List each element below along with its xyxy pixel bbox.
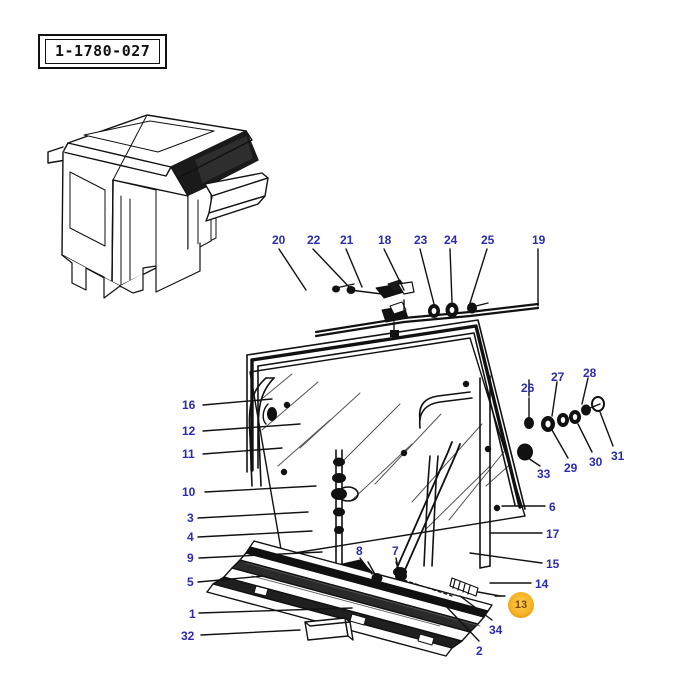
callout-number-17[interactable]: 17 xyxy=(546,527,560,541)
callout-number-4[interactable]: 4 xyxy=(187,530,194,544)
spring-sleeve-part-34 xyxy=(449,577,479,597)
callout-number-24[interactable]: 24 xyxy=(444,233,458,247)
left-hinge-detail xyxy=(262,403,277,425)
secondary-stay-arm xyxy=(423,455,439,567)
callout-number-5[interactable]: 5 xyxy=(187,575,194,589)
callout-number-22[interactable]: 22 xyxy=(307,233,321,247)
callout-number-7[interactable]: 7 xyxy=(392,544,399,558)
callout-number-28[interactable]: 28 xyxy=(583,366,597,380)
callout-number-25[interactable]: 25 xyxy=(481,233,495,247)
callout-number-14[interactable]: 14 xyxy=(535,577,549,591)
callout-number-9[interactable]: 9 xyxy=(187,551,194,565)
callout-number-29[interactable]: 29 xyxy=(564,461,578,475)
callout-number-3[interactable]: 3 xyxy=(187,511,194,525)
callout-number-27[interactable]: 27 xyxy=(551,370,565,384)
callout-number-12[interactable]: 12 xyxy=(182,424,196,438)
window-seal-frame-inner xyxy=(246,319,526,510)
top-hardware-cluster xyxy=(332,279,489,337)
callout-number-30[interactable]: 30 xyxy=(589,455,603,469)
callout-number-15[interactable]: 15 xyxy=(546,557,560,571)
left-vertical-channel xyxy=(248,377,275,487)
diagram-title-text: 1-1780-027 xyxy=(45,39,161,64)
callout-number-6[interactable]: 6 xyxy=(549,500,556,514)
interior-latch-bar xyxy=(418,391,473,429)
callout-number-11[interactable]: 11 xyxy=(182,447,195,461)
operating-rod-fittings xyxy=(331,457,347,534)
callout-number-20[interactable]: 20 xyxy=(272,233,286,247)
bottom-rail-assembly xyxy=(206,540,493,657)
callout-number-8[interactable]: 8 xyxy=(356,544,363,558)
callout-number-33[interactable]: 33 xyxy=(537,467,551,481)
leader-lines xyxy=(197,248,614,642)
callout-number-18[interactable]: 18 xyxy=(378,233,392,247)
callout-number-2[interactable]: 2 xyxy=(476,644,483,658)
callout-number-26[interactable]: 26 xyxy=(521,381,535,395)
callout-number-31[interactable]: 31 xyxy=(611,449,625,463)
callout-number-34[interactable]: 34 xyxy=(489,623,503,637)
right-hardware-cluster xyxy=(517,396,605,461)
callout-number-21[interactable]: 21 xyxy=(340,233,354,247)
callout-number-13[interactable]: 13 xyxy=(508,592,534,618)
callout-number-16[interactable]: 16 xyxy=(182,398,196,412)
callout-number-19[interactable]: 19 xyxy=(532,233,546,247)
callout-number-23[interactable]: 23 xyxy=(414,233,428,247)
tractor-cab-drawing xyxy=(47,114,269,299)
callout-number-32[interactable]: 32 xyxy=(181,629,195,643)
callout-number-1[interactable]: 1 xyxy=(189,607,196,621)
callout-number-10[interactable]: 10 xyxy=(182,485,196,499)
window-seal-frame xyxy=(250,324,522,509)
window-glass-pane xyxy=(249,337,526,556)
rubber-block-part-32 xyxy=(304,617,354,641)
diagram-title-plate: 1-1780-027 xyxy=(38,34,168,69)
lower-hardware-cluster xyxy=(367,561,501,597)
operating-rod-ring xyxy=(337,486,359,502)
upper-seal-rail xyxy=(314,302,540,338)
right-vertical-post xyxy=(479,375,491,569)
